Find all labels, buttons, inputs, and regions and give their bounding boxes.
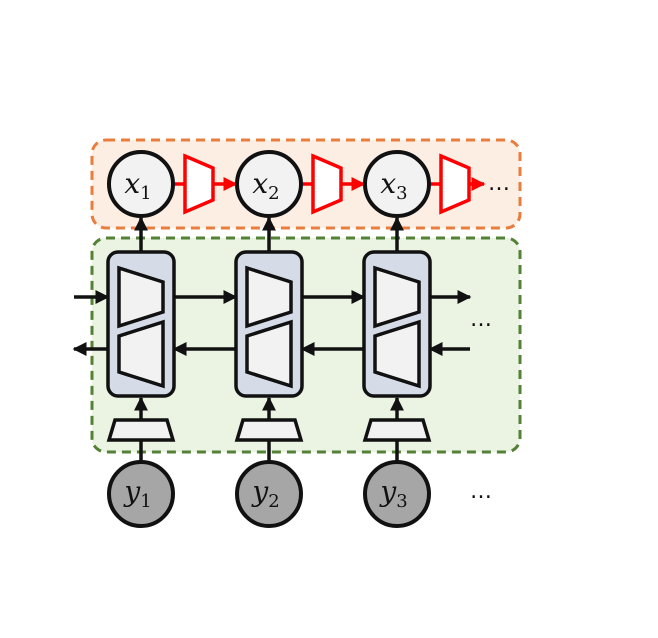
observed-node-circle <box>363 460 431 528</box>
transition-blocks-layer <box>173 153 486 215</box>
observed-node-2: y2 <box>235 460 303 528</box>
observed-node-symbol: y <box>122 475 141 508</box>
top-continuation-dots: … <box>488 171 512 196</box>
latent-node-3: x3 <box>363 150 431 218</box>
observed-node-1: y1 <box>107 460 175 528</box>
latent-node-symbol: x <box>252 167 268 200</box>
latent-node-2: x2 <box>235 150 303 218</box>
backward-block-icon <box>373 319 421 389</box>
observed-node-3: y3 <box>363 460 431 528</box>
latent-node-circle <box>235 150 303 218</box>
latent-node-label: x3 <box>380 167 407 204</box>
latent-node-symbol: x <box>124 167 140 200</box>
observed-node-circle <box>107 460 175 528</box>
observed-node-subscript: 2 <box>268 491 279 512</box>
encoder-block-icon <box>106 418 176 442</box>
rnn-cells-layer <box>106 250 432 398</box>
latent-node-symbol: x <box>380 167 396 200</box>
observed-node-subscript: 3 <box>396 491 407 512</box>
observed-node-label: y3 <box>378 475 407 512</box>
forward-block-icon <box>373 265 421 329</box>
bottom-continuation-dots: … <box>470 479 494 504</box>
transition-block-icon <box>183 153 215 215</box>
encoder-block-icon <box>362 418 432 442</box>
transition-block <box>301 153 366 215</box>
latent-node-label: x1 <box>124 167 151 204</box>
observed-node-symbol: y <box>378 475 397 508</box>
transition-block-icon <box>311 153 343 215</box>
transition-block <box>429 153 486 215</box>
observed-node-symbol: y <box>250 475 269 508</box>
latent-node-circle <box>107 150 175 218</box>
latent-node-subscript: 1 <box>140 183 151 204</box>
connections-layer <box>72 216 472 462</box>
latent-node-1: x1 <box>107 150 175 218</box>
observed-node-subscript: 1 <box>140 491 151 512</box>
encoder-blocks-layer <box>106 418 432 442</box>
rnn-cell <box>234 250 304 398</box>
latent-node-circle <box>363 150 431 218</box>
transition-block <box>173 153 238 215</box>
backward-block-icon <box>117 319 165 389</box>
transition-block-icon <box>439 153 471 215</box>
backward-block-icon <box>245 319 293 389</box>
forward-block-icon <box>245 265 293 329</box>
rnn-cell <box>106 250 176 398</box>
observed-node-circle <box>235 460 303 528</box>
latent-node-subscript: 2 <box>268 183 279 204</box>
observed-node-label: y1 <box>122 475 151 512</box>
encoder-block-icon <box>234 418 304 442</box>
middle-continuation-dots: … <box>470 307 494 332</box>
rnn-cell <box>362 250 432 398</box>
latent-node-label: x2 <box>252 167 279 204</box>
forward-block-icon <box>117 265 165 329</box>
latent-node-subscript: 3 <box>396 183 407 204</box>
observed-node-label: y2 <box>250 475 279 512</box>
